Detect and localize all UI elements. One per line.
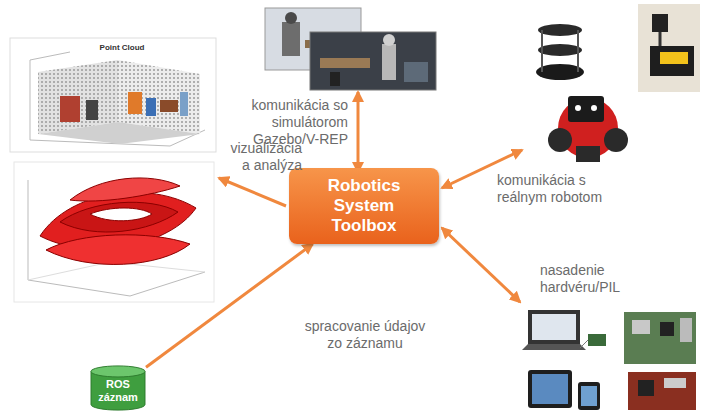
plot-title: Point Cloud: [92, 43, 152, 52]
edge-label: spracovanie údajov zo záznamu: [298, 318, 432, 352]
point-cloud-plot: [10, 38, 216, 152]
robot-photos: [536, 4, 700, 162]
arrow-label: nasadenie hardvéru/PIL: [540, 262, 650, 296]
arrow-label: vizualizácia a analýza: [224, 140, 302, 174]
node-text: ROS záznam: [92, 378, 144, 404]
simulator-screenshots: [265, 8, 436, 90]
database-cylinder: ROS záznam: [90, 365, 146, 411]
node-text: Robotics System Toolbox: [299, 176, 429, 236]
arrows: [219, 92, 522, 302]
connector-arrow: [146, 244, 313, 367]
surface-plot: [14, 162, 214, 302]
arrow-label: komunikácia s reálnym robotom: [497, 172, 627, 206]
hardware-photos: [522, 310, 696, 410]
toolbox-box: Robotics System Toolbox: [289, 168, 439, 244]
